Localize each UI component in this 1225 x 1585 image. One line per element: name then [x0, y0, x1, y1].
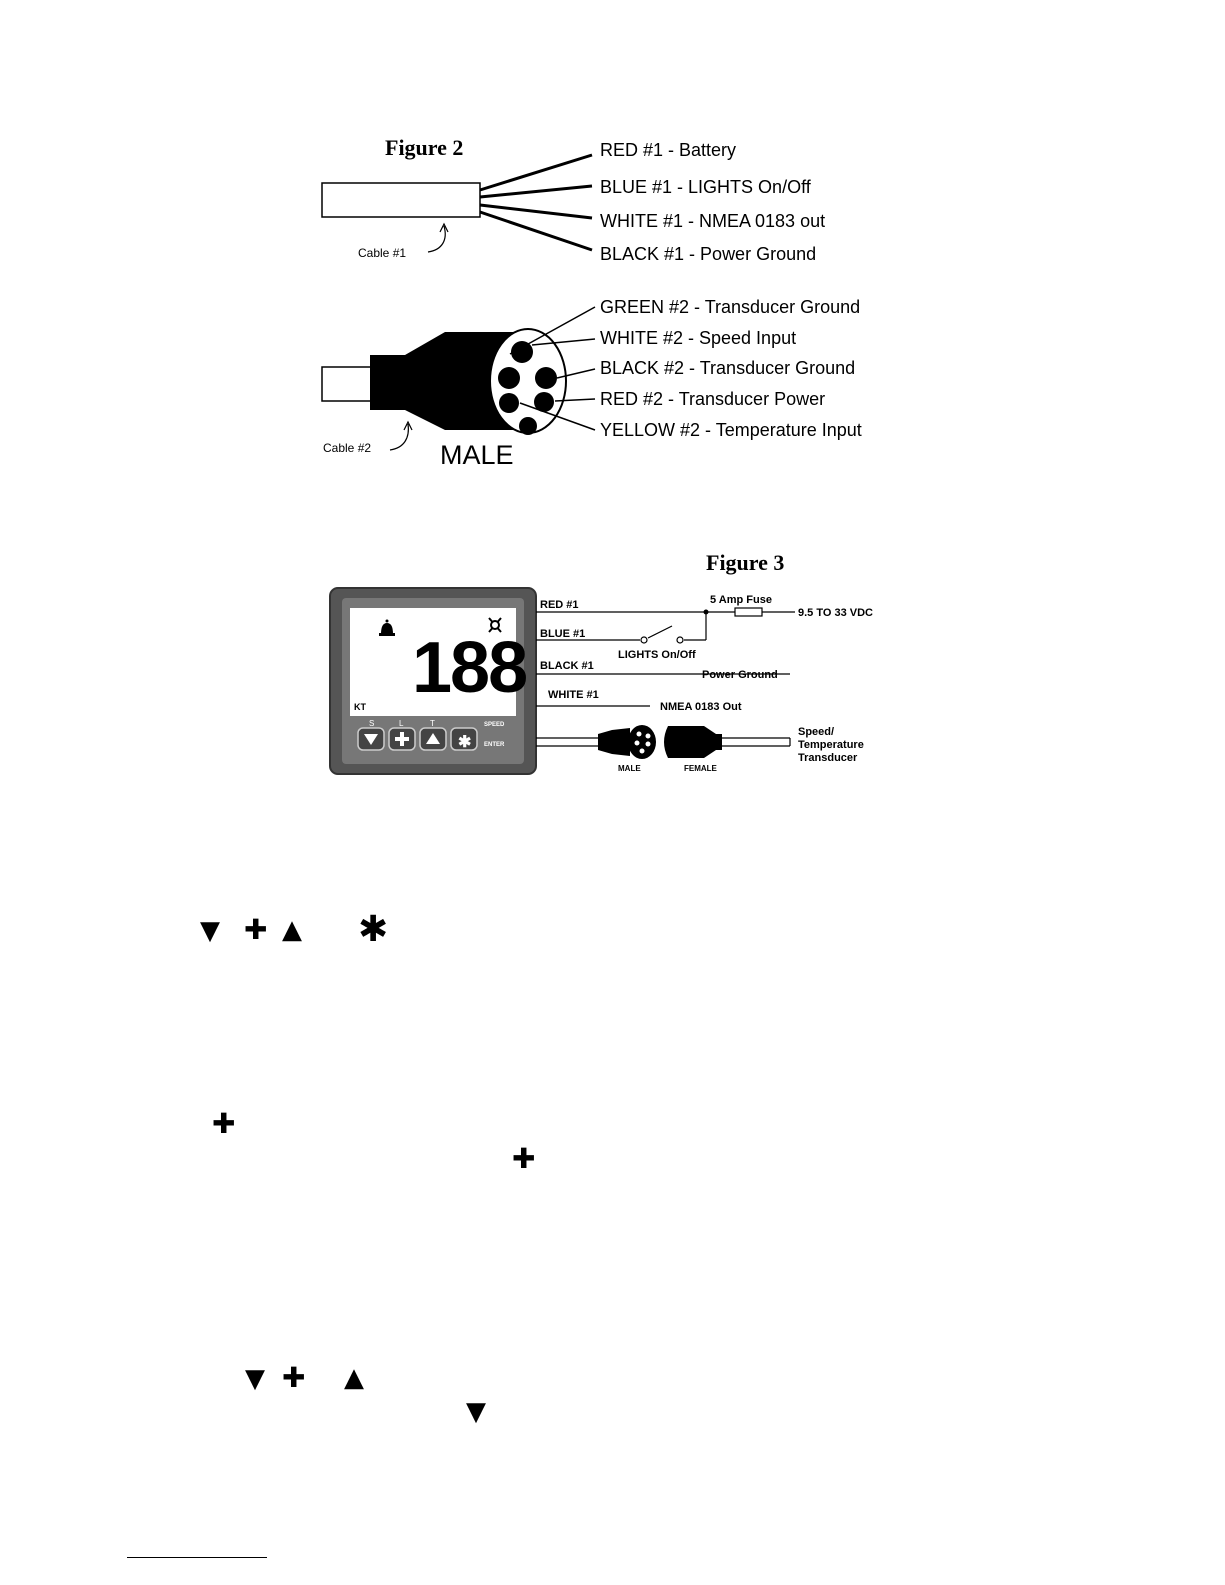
fig3-black-1: BLACK #1 [540, 660, 594, 672]
key-label-t: T [430, 719, 435, 728]
transducer-label-2: Temperature [798, 739, 864, 751]
wire-red-1: RED #1 - Battery [600, 140, 737, 160]
key-label-speed: SPEED [484, 722, 505, 728]
cable-2-connector-body [370, 332, 515, 430]
pin-yellow-2: YELLOW #2 - Temperature Input [600, 420, 862, 440]
alarm-bell-icon [379, 619, 395, 636]
cable-2-sheath [321, 366, 373, 402]
male-plug-face [628, 725, 656, 759]
key-label-l: L [399, 719, 404, 728]
lamp-icon [488, 617, 502, 633]
connector-pins [498, 341, 557, 435]
cable-1-pointer [427, 225, 446, 253]
keypad: ✱ [357, 727, 478, 751]
wire-black-1: BLACK #1 - Power Ground [600, 244, 817, 264]
lcd-screen [350, 608, 516, 716]
key-label-s: S [369, 719, 374, 728]
plus-icon [395, 732, 409, 746]
plus-icon: ✚ [282, 1361, 306, 1394]
wire-blue-1: BLUE #1 - LIGHTS On/Off [600, 177, 811, 197]
fig3-white-1: WHITE #1 [548, 689, 599, 701]
cable-1-label: Cable #1 [358, 246, 407, 260]
figure-3-title: Figure 3 [706, 550, 785, 575]
up-arrow-icon: ▲ [282, 915, 302, 945]
key-star[interactable] [450, 727, 478, 751]
pin-green-2: GREEN #2 - Transducer Ground [600, 297, 861, 317]
plus-icon: ✚ [512, 1142, 536, 1175]
transducer-label-1: Speed/ [798, 726, 835, 738]
male-label: MALE [440, 440, 514, 470]
down-arrow-icon: ▼ [466, 1397, 486, 1427]
plus-icon: ✚ [212, 1107, 236, 1140]
cable-2-pointer [389, 423, 409, 451]
nmea-out-label: NMEA 0183 Out [660, 701, 742, 713]
down-arrow-icon: ▼ [200, 916, 220, 946]
star-icon: ✱ [358, 909, 389, 950]
cable-1-sheath [321, 182, 481, 218]
cable-1-wires [479, 153, 593, 252]
figure-3-wires [536, 607, 795, 747]
down-arrow-icon [364, 734, 378, 745]
pin-red-2: RED #2 - Transducer Power [600, 389, 826, 409]
star-icon: ✱ [458, 734, 471, 751]
fig3-female-label: FEMALE [684, 764, 717, 773]
plus-icon: ✚ [244, 913, 268, 946]
down-arrow-icon: ▼ [245, 1364, 265, 1394]
supply-voltage-label: 9.5 TO 33 VDC [798, 607, 873, 619]
fig3-red-1: RED #1 [540, 599, 579, 611]
lcd-unit: KT [354, 702, 366, 712]
fig3-male-label: MALE [618, 764, 641, 773]
power-ground-label: Power Ground [702, 669, 778, 681]
pin-leaders [509, 306, 596, 431]
female-plug-body [664, 726, 722, 758]
wire-white-1: WHITE #1 - NMEA 0183 out [600, 211, 826, 231]
pin-black-2: BLACK #2 - Transducer Ground [600, 358, 856, 378]
up-arrow-icon: ▲ [344, 1363, 364, 1393]
fuse-label: 5 Amp Fuse [710, 594, 772, 606]
transducer-label-3: Transducer [798, 752, 858, 764]
lcd-digits: 188 [412, 628, 526, 708]
cable-2-label: Cable #2 [323, 441, 372, 455]
key-label-enter: ENTER [484, 742, 505, 748]
male-plug-body [598, 728, 630, 756]
figure-3-diagram: 188 KT S L T SPEED ENTER ✱ [329, 587, 795, 775]
figure-2-diagram [321, 153, 596, 451]
lights-switch-label: LIGHTS On/Off [618, 649, 696, 661]
figure-2-title: Figure 2 [385, 135, 464, 160]
up-arrow-icon [426, 733, 440, 744]
pin-white-2: WHITE #2 - Speed Input [600, 328, 797, 348]
footnote-rule [127, 1557, 267, 1558]
fig3-blue-1: BLUE #1 [540, 628, 586, 640]
